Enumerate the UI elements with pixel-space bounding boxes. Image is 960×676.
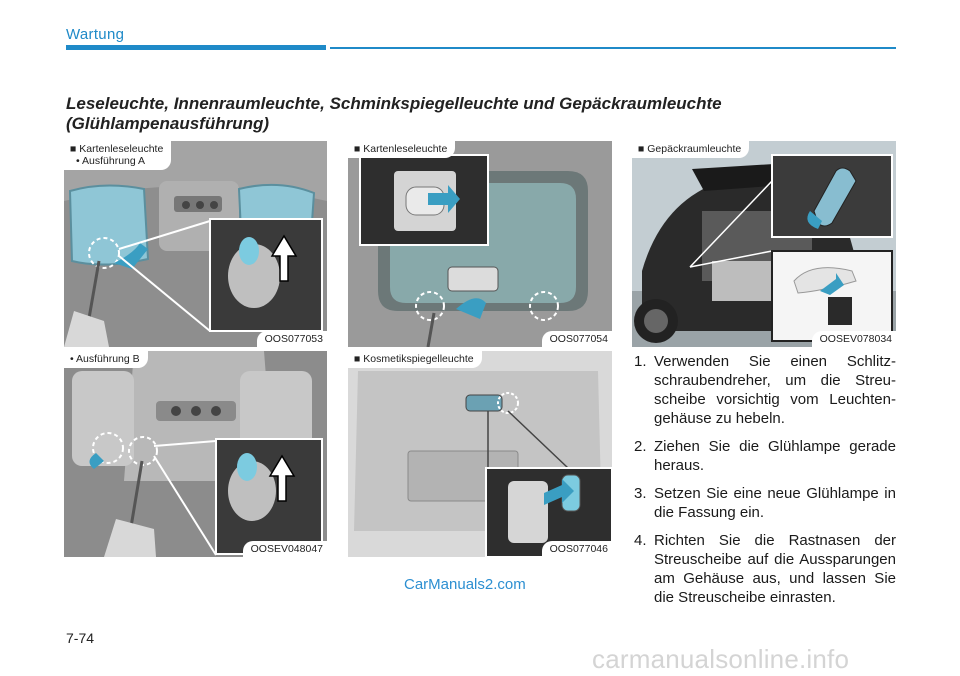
step-item: 1. Verwenden Sie einen Schlitz-schraubend… xyxy=(634,352,896,428)
vanity-mirror-lamp-illustration xyxy=(348,351,612,557)
step-text: Setzen Sie eine neue Glühlampe in die Fa… xyxy=(654,485,896,521)
step-number: 2. xyxy=(634,438,647,455)
step-number: 1. xyxy=(634,353,647,370)
figure-code: OOS077054 xyxy=(541,331,612,347)
step-number: 4. xyxy=(634,532,647,549)
figure-caption: • Ausführung B xyxy=(64,351,148,368)
step-text: Verwenden Sie einen Schlitz-schraubendre… xyxy=(654,353,896,427)
figure-code: OOSEV048047 xyxy=(242,541,327,557)
step-number: 3. xyxy=(634,485,647,502)
figure-map-lamp-type-b: • Ausführung B OOSEV048047 xyxy=(64,351,327,557)
luggage-lamp-illustration xyxy=(632,141,896,347)
figure-caption: ■ Kartenleseleuchte • Ausführung A xyxy=(64,141,172,170)
figure-luggage-lamp: ■ Gepäckraumleuchte OOSEV078034 xyxy=(632,141,896,347)
page-number: 7-74 xyxy=(66,630,95,646)
figure-code: OOS077053 xyxy=(256,331,327,347)
step-item: 4. Richten Sie die Rastnasen der Streusch… xyxy=(634,531,896,607)
caption-title: ■ Kartenleseleuchte xyxy=(354,143,448,155)
section-title: Wartung xyxy=(66,26,125,43)
figure-caption: ■ Gepäckraumleuchte xyxy=(632,141,750,158)
step-text: Richten Sie die Rastnasen der Streuschei… xyxy=(654,532,896,606)
step-text: Ziehen Sie die Glühlampe gerade heraus. xyxy=(654,438,896,474)
figure-caption: ■ Kosmetikspiegelleuchte xyxy=(348,351,482,368)
instruction-steps: 1. Verwenden Sie einen Schlitz-schraubend… xyxy=(634,352,896,616)
figure-code: OOSEV078034 xyxy=(811,331,896,347)
step-item: 3. Setzen Sie eine neue Glühlampe in die … xyxy=(634,484,896,522)
figure-code: OOS077046 xyxy=(541,541,612,557)
header-rule-thin xyxy=(330,47,896,49)
caption-title: • Ausführung B xyxy=(70,353,140,365)
map-lamp-type-a-illustration xyxy=(64,141,327,347)
caption-subtitle: • Ausführung A xyxy=(76,155,146,167)
caption-title: ■ Gepäckraumleuchte xyxy=(638,143,742,155)
figure-vanity-mirror-lamp: ■ Kosmetikspiegelleuchte OOS077046 xyxy=(348,351,612,557)
map-lamp-lens-illustration xyxy=(348,141,612,347)
figure-map-lamp-type-a: ■ Kartenleseleuchte • Ausführung A OOS07… xyxy=(64,141,327,347)
watermark-link[interactable]: CarManuals2.com xyxy=(404,576,526,593)
step-item: 2. Ziehen Sie die Glühlampe gerade heraus… xyxy=(634,437,896,475)
caption-title: ■ Kartenleseleuchte xyxy=(70,143,164,155)
figure-caption: ■ Kartenleseleuchte xyxy=(348,141,456,158)
header-rule-thick xyxy=(66,45,326,50)
heading-line-1: Leseleuchte, Innenraumleuchte, Schminksp… xyxy=(66,94,722,113)
footer-watermark: carmanualsonline.info xyxy=(592,644,850,674)
figure-map-lamp-lens: ■ Kartenleseleuchte OOS077054 xyxy=(348,141,612,347)
heading-line-2: (Glühlampenausführung) xyxy=(66,114,270,133)
page-heading: Leseleuchte, Innenraumleuchte, Schminksp… xyxy=(66,94,826,134)
caption-title: ■ Kosmetikspiegelleuchte xyxy=(354,353,474,365)
map-lamp-type-b-illustration xyxy=(64,351,327,557)
